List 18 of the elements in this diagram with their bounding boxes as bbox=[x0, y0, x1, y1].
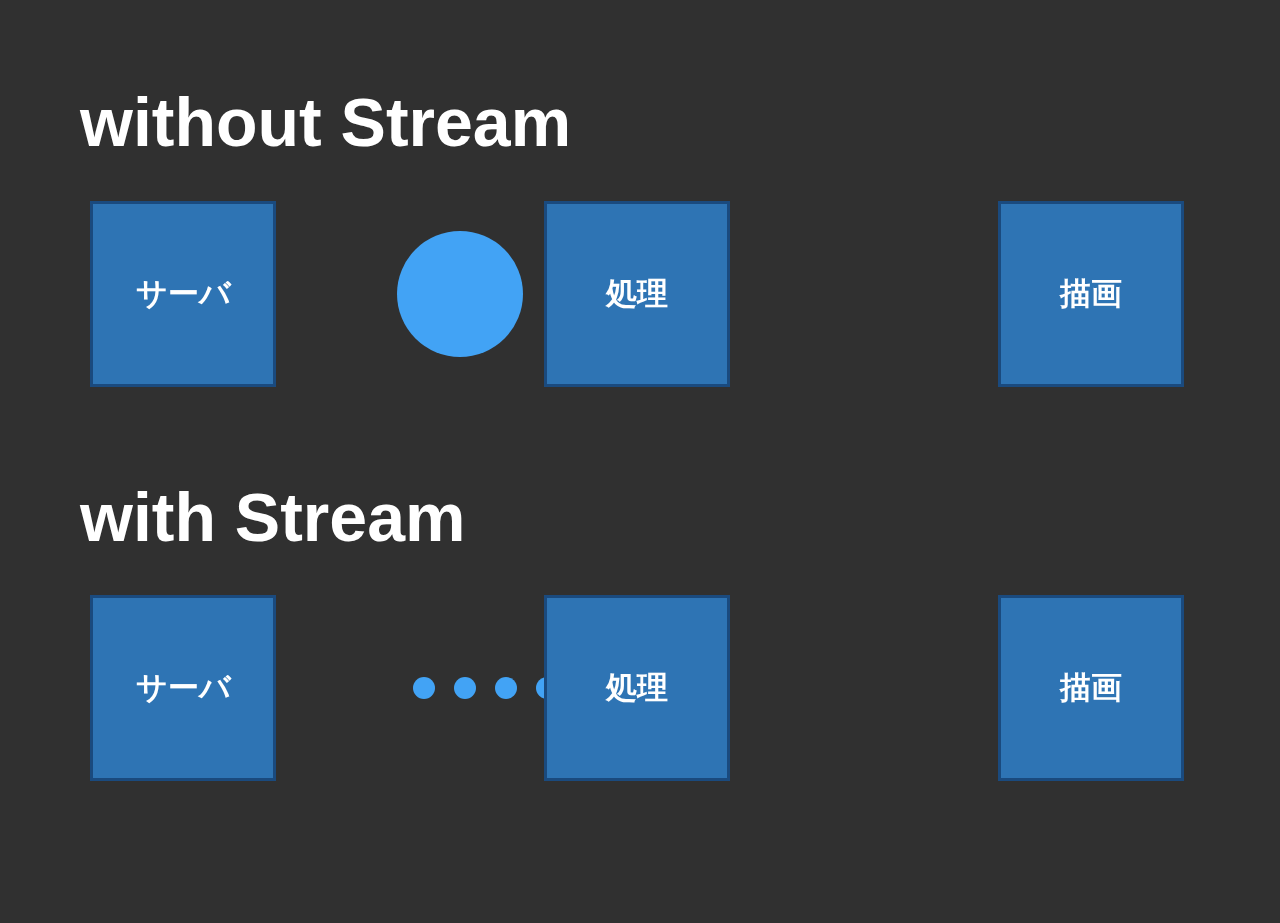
process-box bbox=[544, 595, 730, 781]
section-heading: with Stream bbox=[80, 483, 466, 551]
small-dot bbox=[495, 677, 517, 699]
large-circle bbox=[397, 231, 523, 357]
box-label: 描画 bbox=[1060, 275, 1122, 313]
process-box bbox=[998, 201, 1184, 387]
process-box bbox=[998, 595, 1184, 781]
small-dot bbox=[413, 677, 435, 699]
process-box bbox=[90, 595, 276, 781]
box-label: 描画 bbox=[1060, 669, 1122, 707]
section-heading: without Stream bbox=[80, 88, 572, 156]
box-label: サーバ bbox=[135, 669, 231, 707]
box-label: 処理 bbox=[606, 669, 668, 707]
process-box bbox=[544, 201, 730, 387]
process-box bbox=[90, 201, 276, 387]
box-label: 処理 bbox=[606, 275, 668, 313]
box-label: サーバ bbox=[135, 275, 231, 313]
small-dot bbox=[454, 677, 476, 699]
